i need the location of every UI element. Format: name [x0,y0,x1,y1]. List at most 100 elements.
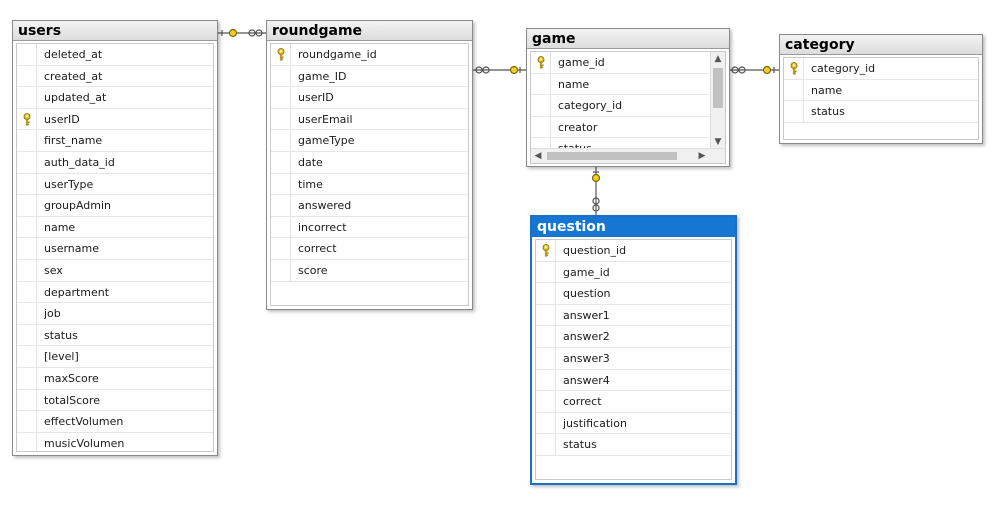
row-selector [17,87,37,108]
column-row-maxScore[interactable]: maxScore [17,367,213,390]
column-row-username[interactable]: username [17,238,213,260]
scroll-left-icon[interactable]: ◀ [534,151,542,161]
column-row-correct[interactable]: correct [271,238,468,260]
column-row-userEmail[interactable]: userEmail [271,108,468,131]
column-name: creator [558,120,598,134]
column-row-sex[interactable]: sex [17,259,213,282]
scroll-down-icon[interactable]: ▼ [714,137,722,147]
column-row-effectVolumen[interactable]: effectVolumen [17,411,213,433]
primary-key-icon [23,112,31,126]
column-row-gameType[interactable]: gameType [271,130,468,152]
column-name: effectVolumen [44,415,124,429]
row-selector [536,347,556,369]
column-name: maxScore [44,371,99,385]
table-title[interactable]: question [532,217,735,237]
column-row-question_id[interactable]: question_id [536,240,731,262]
column-row-name[interactable]: name [17,216,213,239]
row-selector [17,259,37,281]
row-selector [271,195,291,216]
column-row-correct[interactable]: correct [536,391,731,413]
table-game[interactable]: game game_idnamecategory_idcreatorstatus… [526,28,730,167]
column-name: userEmail [298,112,353,126]
column-row-name[interactable]: name [531,73,710,96]
column-row-incorrect[interactable]: incorrect [271,216,468,239]
column-name: created_at [44,69,103,83]
column-row-groupAdmin[interactable]: groupAdmin [17,195,213,217]
column-row-time[interactable]: time [271,173,468,196]
row-selector [536,304,556,326]
table-title[interactable]: category [780,35,982,55]
relationship-game-question[interactable] [591,165,601,216]
column-name: category_id [811,62,876,75]
column-row-name[interactable]: name [784,79,978,102]
column-row-game_ID[interactable]: game_ID [271,65,468,88]
horizontal-scrollbar[interactable]: ◀▶ [531,148,725,163]
row-selector [17,151,37,173]
column-row-deleted_at[interactable]: deleted_at [17,44,213,66]
row-selector [784,101,804,122]
column-row-userID[interactable]: userID [271,87,468,109]
column-row-updated_at[interactable]: updated_at [17,87,213,109]
relationship-roundgame-game[interactable] [473,65,526,75]
relationship-users-roundgame[interactable] [216,28,267,38]
column-name: game_id [563,265,610,279]
column-row-created_at[interactable]: created_at [17,65,213,88]
column-row-job[interactable]: job [17,303,213,325]
row-selector [536,240,556,261]
row-selector [536,391,556,412]
column-row-answer4[interactable]: answer4 [536,369,731,392]
column-row-date[interactable]: date [271,151,468,174]
column-row-userType[interactable]: userType [17,173,213,196]
column-row-status[interactable]: status [536,434,731,456]
column-row-answered[interactable]: answered [271,195,468,217]
row-selector [17,303,37,324]
scroll-thumb[interactable] [713,68,723,108]
column-row-creator[interactable]: creator [531,116,710,139]
column-row-answer2[interactable]: answer2 [536,326,731,348]
table-title[interactable]: game [527,29,729,49]
column-name: date [298,155,323,169]
column-row-justification[interactable]: justification [536,412,731,435]
primary-key-icon [790,62,798,75]
vertical-scrollbar[interactable]: ▲▼ [710,52,725,149]
column-row-level[interactable]: [level] [17,346,213,368]
column-row-answer1[interactable]: answer1 [536,304,731,327]
column-row-roundgame_id[interactable]: roundgame_id [271,44,468,66]
column-row-status[interactable]: status [784,101,978,123]
column-name: updated_at [44,91,107,105]
scroll-right-icon[interactable]: ▶ [698,151,706,161]
table-question[interactable]: question question_id game_id question answe… [530,215,737,485]
column-row-totalScore[interactable]: totalScore [17,389,213,412]
table-title[interactable]: users [13,21,217,41]
column-row-score[interactable]: score [271,259,468,282]
column-row-game_id[interactable]: game_id [531,52,710,74]
column-row-userID[interactable]: userID [17,108,213,131]
scroll-up-icon[interactable]: ▲ [714,54,722,64]
column-row-answer3[interactable]: answer3 [536,347,731,370]
column-row-status[interactable]: status [17,324,213,347]
table-title[interactable]: roundgame [267,21,472,41]
column-row-auth_data_id[interactable]: auth_data_id [17,151,213,174]
column-name: gameType [298,134,355,148]
column-row-category_id[interactable]: category_id [531,95,710,117]
row-selector [17,411,37,432]
column-name: department [44,285,110,299]
relationship-game-category[interactable] [729,65,780,75]
column-row-musicVolumen[interactable]: musicVolumen [17,432,213,451]
scroll-thumb[interactable] [547,152,677,160]
column-row-game_id[interactable]: game_id [536,261,731,284]
column-row-department[interactable]: department [17,281,213,304]
row-selector [17,389,37,411]
column-name: question [563,287,611,301]
column-name: name [811,83,843,97]
column-row-first_name[interactable]: first_name [17,130,213,152]
column-row-question[interactable]: question [536,283,731,305]
column-row-category_id[interactable]: category_id [784,58,978,80]
